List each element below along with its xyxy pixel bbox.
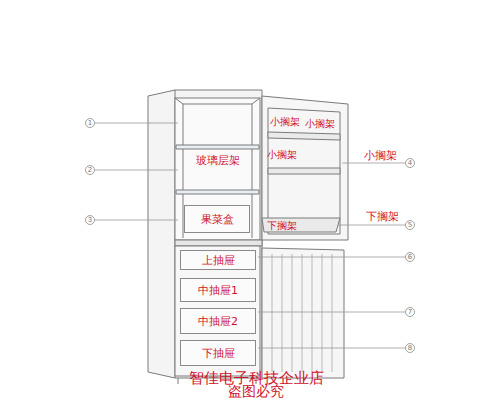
callout-number: 6 — [408, 254, 412, 261]
part-label: 中抽屉1 — [198, 285, 238, 296]
part-label: 果菜盒 — [201, 214, 234, 225]
callout-number: 3 — [88, 217, 92, 224]
callout-number: 7 — [408, 309, 412, 316]
part-label: 下搁架 — [365, 211, 400, 222]
callout-number: 5 — [408, 222, 412, 229]
callout-number: 8 — [408, 345, 412, 352]
crisper-box: 果菜盒 — [184, 205, 250, 233]
callout-number: 1 — [88, 120, 92, 127]
drawer: 上抽屉 — [180, 250, 256, 270]
part-label: 下搁架 — [267, 221, 297, 231]
watermark: 盗图必究 — [228, 384, 284, 398]
callout-number: 2 — [88, 167, 92, 174]
part-label: 小搁架 — [363, 150, 398, 161]
drawer: 中抽屉1 — [180, 278, 256, 302]
part-label: 玻璃层架 — [196, 155, 240, 166]
drawer: 下抽屉 — [180, 340, 256, 366]
drawer: 中抽屉2 — [180, 308, 256, 334]
part-label: 中抽屉2 — [198, 316, 238, 327]
part-label: 下抽屉 — [202, 348, 235, 359]
part-label: 小搁架 — [267, 150, 297, 160]
part-label: 小搁架 — [305, 119, 335, 129]
callout-number: 4 — [408, 160, 412, 167]
part-label: 上抽屉 — [202, 255, 235, 266]
part-label: 小搁架 — [270, 117, 300, 127]
